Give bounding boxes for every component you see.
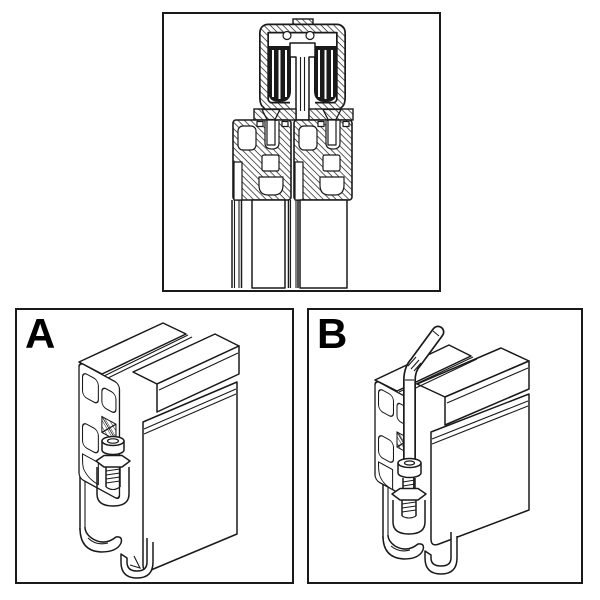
hex-key-tightening-drawing <box>374 325 530 575</box>
connector-bolt <box>391 478 427 535</box>
bolt-shaft-right <box>327 119 337 146</box>
cross-section-panel <box>162 12 441 292</box>
track-channel <box>259 23 346 112</box>
rail-profile-top-bar <box>132 333 240 413</box>
cross-section-drawing <box>231 18 354 289</box>
rail-hook-front <box>120 538 154 579</box>
rail-hook-tongue <box>129 555 142 569</box>
nut-plate <box>391 487 427 501</box>
rail-profile-top-bar <box>416 347 530 426</box>
flat-screw-left <box>260 108 282 121</box>
flat-screw-right <box>321 108 343 121</box>
connector-bolt <box>95 435 131 507</box>
panel-a: A <box>15 308 294 584</box>
door-panels <box>231 199 348 289</box>
profile-left-section <box>232 119 292 201</box>
nut-plate <box>95 454 131 468</box>
assembled-connector-drawing <box>78 322 240 579</box>
bolt-collar <box>397 457 422 479</box>
bolt-threads <box>105 467 121 491</box>
profile-right-section <box>293 119 353 201</box>
rail-profile-body <box>430 393 530 546</box>
hex-key <box>403 325 445 477</box>
roller-left <box>268 46 291 102</box>
rail-hook-front <box>424 532 458 575</box>
bolt-threads <box>401 500 417 519</box>
roller-right <box>314 46 337 102</box>
panel-b-label: B <box>317 310 348 357</box>
track-rib <box>305 30 315 41</box>
bolt-shaft-left <box>266 119 276 146</box>
panel-b: B <box>307 308 583 584</box>
hex-socket <box>106 438 120 444</box>
panel-a-label: A <box>25 310 56 357</box>
track-rib <box>282 30 292 41</box>
upper-threads <box>402 478 416 488</box>
